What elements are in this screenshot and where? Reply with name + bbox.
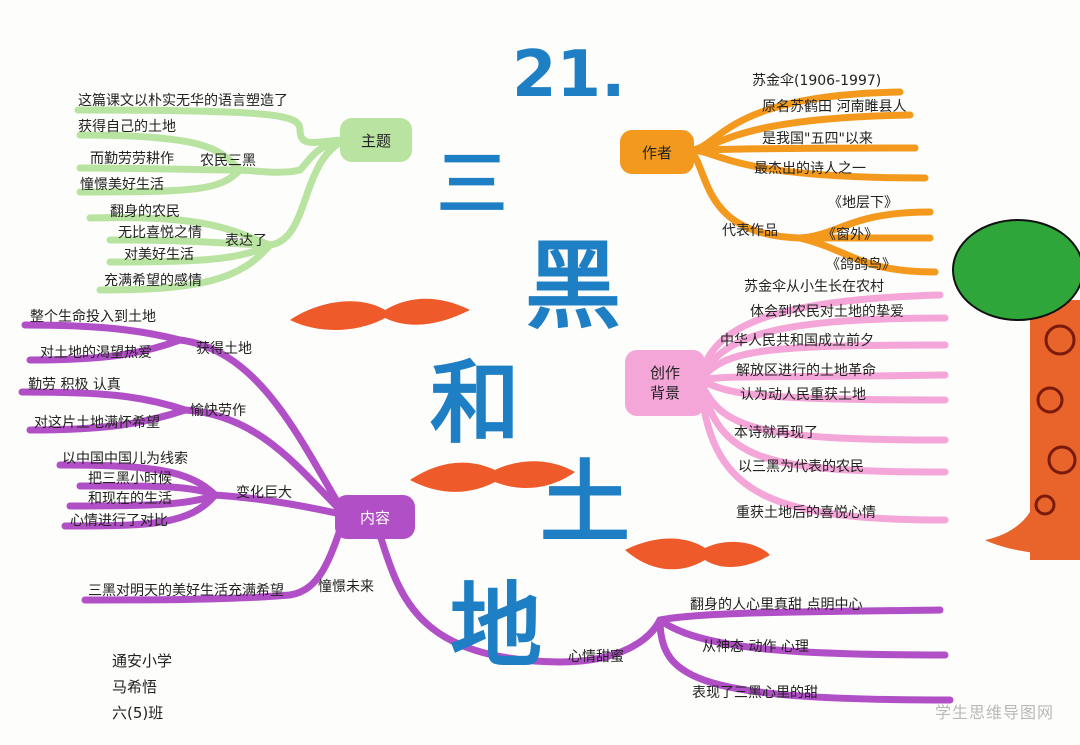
content-item: 翻身的人心里真甜 点明中心 xyxy=(690,597,863,613)
signature-name: 马希悟 xyxy=(112,678,158,696)
content-item: 表现了三黑心里的甜 xyxy=(692,685,818,701)
author-item: 苏金伞(1906-1997) xyxy=(752,73,882,89)
theme-item: 无比喜悦之情 xyxy=(118,225,202,241)
author-item: 是我国"五四"以来 xyxy=(762,131,873,147)
content-item: 勤劳 积极 认真 xyxy=(28,377,121,393)
background-item: 认为动人民重获土地 xyxy=(740,387,866,403)
author-item: 《鸽鸽鸟》 xyxy=(826,257,896,273)
content-item: 变化巨大 xyxy=(236,485,292,501)
title-char-2: 黑 xyxy=(525,230,621,342)
content-node-bg xyxy=(335,495,415,539)
content-item: 和现在的生活 xyxy=(88,491,172,507)
lesson-number: 21. xyxy=(512,38,626,112)
author-item: 最杰出的诗人之一 xyxy=(754,161,866,177)
theme-item: 农民三黑 xyxy=(200,153,256,169)
background-node-label-1: 创作 xyxy=(649,364,680,382)
author-item: 原名苏鹤田 河南睢县人 xyxy=(762,99,907,115)
watermark: 学生思维导图网 xyxy=(934,703,1054,722)
background-item: 重获土地后的喜悦心情 xyxy=(736,505,876,521)
content-item: 心情进行了对比 xyxy=(70,513,168,529)
title-char-1: 三 xyxy=(437,143,507,225)
title-char-3: 和 xyxy=(430,351,520,456)
content-item: 从神态 动作 心理 xyxy=(702,639,809,655)
content-item: 对这片土地满怀希望 xyxy=(34,415,160,431)
title-char-4: 土 xyxy=(540,451,630,556)
author-branch-lines xyxy=(686,88,939,276)
signature-class: 六(5)班 xyxy=(112,704,164,722)
theme-item: 对美好生活 xyxy=(124,247,194,263)
content-item: 获得土地 xyxy=(196,341,252,357)
background-item: 解放区进行的土地革命 xyxy=(736,363,876,379)
background-node: 创作 背景 xyxy=(625,350,705,416)
theme-item: 充满希望的感情 xyxy=(104,273,202,289)
theme-item: 憧憬美好生活 xyxy=(80,177,164,193)
content-item: 把三黑小时候 xyxy=(88,471,172,487)
content-item: 以中国中国儿为线索 xyxy=(62,451,188,467)
signature-school: 通安小学 xyxy=(112,652,173,670)
background-item: 以三黑为代表的农民 xyxy=(738,459,864,475)
content-branch-lines xyxy=(18,321,954,704)
author-node: 作者 xyxy=(641,143,672,162)
background-branch-lines xyxy=(696,291,949,524)
background-node-label-2: 背景 xyxy=(649,384,680,402)
bird-decorations xyxy=(290,298,770,570)
title-char-5: 地 xyxy=(450,573,543,680)
author-node-bg xyxy=(620,130,694,174)
content-item: 对土地的渴望热爱 xyxy=(40,345,152,361)
theme-item: 获得自己的土地 xyxy=(78,119,176,135)
background-item: 本诗就再现了 xyxy=(734,425,818,441)
theme-node: 主题 xyxy=(360,131,391,150)
background-item: 苏金伞从小生长在农村 xyxy=(744,279,884,295)
content-item: 整个生命投入到土地 xyxy=(30,309,156,325)
content-node: 内容 xyxy=(359,508,390,527)
theme-item: 这篇课文以朴实无华的语言塑造了 xyxy=(78,93,288,109)
author-item: 《地层下》 xyxy=(828,195,898,211)
background-node-bg xyxy=(625,350,705,416)
author-item: 代表作品 xyxy=(722,223,778,239)
theme-node-bg xyxy=(340,118,412,162)
author-item: 《窗外》 xyxy=(822,227,878,243)
content-item: 心情甜蜜 xyxy=(568,649,624,665)
content-item: 憧憬未来 xyxy=(318,579,374,595)
theme-branch-lines xyxy=(74,106,349,294)
theme-item: 表达了 xyxy=(225,233,267,249)
theme-item: 翻身的农民 xyxy=(110,204,180,220)
content-item: 愉快劳作 xyxy=(190,403,246,419)
theme-item: 而勤劳劳耕作 xyxy=(90,151,174,167)
background-item: 体会到农民对土地的挚爱 xyxy=(750,304,904,320)
tree-icon xyxy=(952,219,1080,560)
background-item: 中华人民共和国成立前夕 xyxy=(720,333,874,349)
content-item: 三黑对明天的美好生活充满希望 xyxy=(88,583,284,599)
